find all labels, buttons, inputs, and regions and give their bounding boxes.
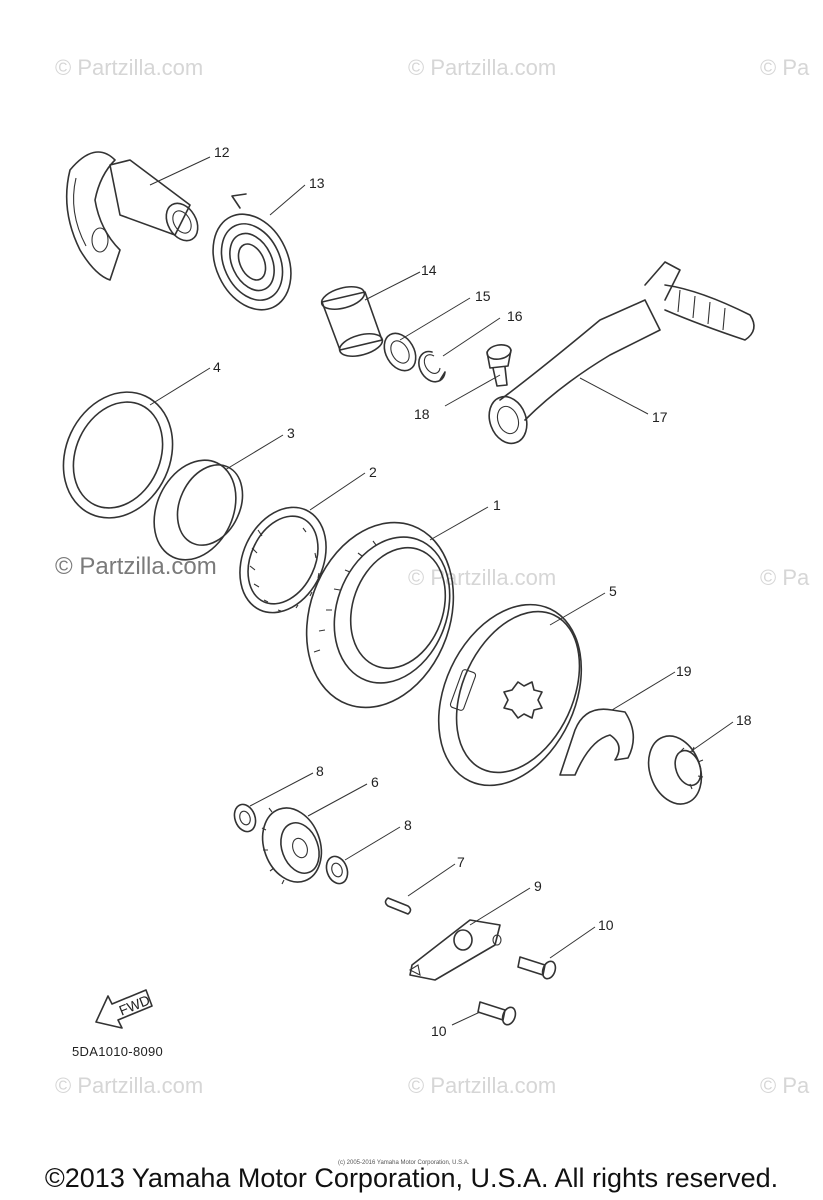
copyright-footer: ©2013 Yamaha Motor Corporation, U.S.A. A… (44, 1163, 779, 1193)
part-2-bearing-cage[interactable] (224, 493, 343, 627)
part-14-washer[interactable] (378, 328, 422, 377)
callout-19: 19 (676, 663, 692, 679)
callout-11: 12 (214, 144, 230, 160)
callout-17: 18 (414, 406, 430, 422)
part-1-starter-wheel[interactable] (282, 502, 479, 728)
callout-10-right: 10 (598, 917, 614, 933)
part-4-oil-seal[interactable] (43, 374, 192, 536)
watermark: © Partzilla.com (408, 565, 557, 590)
part-3-bearing-cup[interactable] (139, 447, 255, 573)
diagram-code: 5DA1010-8090 (72, 1044, 164, 1059)
callout-13: 14 (421, 262, 437, 278)
part-8-washer-lower[interactable] (323, 853, 351, 886)
callout-1: 1 (493, 497, 501, 513)
callout-2: 2 (369, 464, 377, 480)
callout-6: 6 (371, 774, 379, 790)
small-copyright-note: (c) 2005-2016 Yamaha Motor Corporation, … (338, 1160, 470, 1166)
callout-7: 7 (457, 854, 465, 870)
part-10-bolt-right[interactable] (517, 956, 558, 981)
part-12-spring[interactable] (198, 193, 306, 323)
callout-labels: 12 13 14 15 16 18 17 4 3 2 1 5 19 18 8 6… (213, 144, 752, 1039)
callout-12: 13 (309, 175, 325, 191)
watermark: © Partzilla.com (408, 55, 557, 80)
callout-14: 15 (475, 288, 491, 304)
part-15-circlip[interactable] (418, 350, 446, 383)
part-17-bolt[interactable] (486, 343, 512, 387)
part-18-pinion[interactable] (640, 729, 711, 812)
part-6-idler-gear[interactable] (253, 800, 332, 891)
part-11-kick-axle[interactable] (65, 151, 204, 281)
callout-16: 17 (652, 409, 668, 425)
callout-10-left: 10 (431, 1023, 447, 1039)
watermark: © Pa (760, 1073, 810, 1098)
part-10-bolt-left[interactable] (477, 1001, 518, 1027)
fwd-arrow-icon: FWD (95, 989, 153, 1029)
part-16-kick-crank[interactable] (483, 261, 755, 449)
callout-4: 4 (213, 359, 221, 375)
part-5-clutch-housing[interactable] (411, 581, 609, 808)
part-13-collar[interactable] (319, 283, 385, 361)
callout-8-upper: 8 (316, 763, 324, 779)
watermark: © Pa (760, 55, 810, 80)
callout-3: 3 (287, 425, 295, 441)
part-8-washer-upper[interactable] (231, 801, 259, 834)
watermark: © Partzilla.com (408, 1073, 557, 1098)
leader-lines (149, 156, 734, 1026)
callout-15: 16 (507, 308, 523, 324)
watermark: © Partzilla.com (55, 55, 204, 80)
part-19-clip[interactable] (559, 708, 635, 776)
part-7-pin[interactable] (384, 897, 412, 915)
callout-9: 9 (534, 878, 542, 894)
watermark: © Pa (760, 565, 810, 590)
watermark: © Partzilla.com (55, 1073, 204, 1098)
watermark-dark: © Partzilla.com (55, 553, 217, 580)
callout-18: 18 (736, 712, 752, 728)
callout-5: 5 (609, 583, 617, 599)
fwd-label: FWD (117, 992, 153, 1019)
callout-8-lower: 8 (404, 817, 412, 833)
part-9-plate[interactable] (408, 919, 502, 981)
